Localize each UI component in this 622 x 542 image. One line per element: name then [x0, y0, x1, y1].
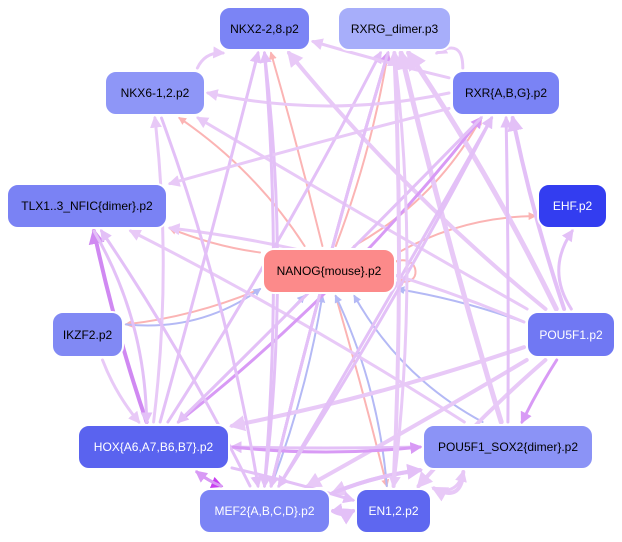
edge-rxr-to-mef2 [277, 116, 494, 489]
edge-en12-to-rxrg [386, 49, 403, 488]
edge-pousox-to-tlx [128, 229, 466, 424]
node-rxr[interactable]: RXR{A,B,G}.p2 [451, 70, 561, 116]
edge-pou5f1-to-pousox [520, 358, 559, 425]
edge-pousox-to-nanog [353, 294, 484, 423]
edge-pou5f1-to-rxr [507, 114, 567, 311]
edge-rxr-to-nkx6 [205, 89, 451, 108]
edge-mef2-to-pousox [331, 463, 424, 495]
node-ehf[interactable]: EHF.p2 [537, 183, 608, 229]
edge-hox-to-nkx6 [150, 115, 165, 424]
edge-tlx-to-hox [92, 229, 153, 425]
node-hox[interactable]: HOX{A6,A7,B6,B7}.p2 [77, 424, 230, 470]
edge-en12-to-pousox [432, 469, 467, 492]
edge-pousox-to-hox [229, 441, 422, 454]
node-mef2[interactable]: MEF2{A,B,C,D}.p2 [198, 488, 331, 534]
edge-nanog-to-nkx6 [178, 117, 306, 247]
edge-ikzf2-to-hox [101, 358, 141, 424]
edge-nanog-to-nanog [393, 259, 417, 287]
edge-en12-to-mef2 [330, 503, 355, 516]
edge-pousox-to-rxr [500, 115, 513, 424]
node-pou5f1[interactable]: POU5F1.p2 [526, 311, 616, 358]
edge-pousox-to-rxrg [395, 49, 504, 425]
node-nkx6[interactable]: NKX6-1,2.p2 [104, 70, 206, 116]
node-ikzf2[interactable]: IKZF2.p2 [51, 311, 124, 358]
edge-nkx6-to-mef2 [160, 116, 263, 489]
node-tlx[interactable]: TLX1..3_NFIC{dimer}.p2 [6, 183, 168, 229]
edge-pou5f1-to-rxrg [406, 49, 559, 312]
edge-pou5f1-to-nkx6 [196, 116, 529, 311]
node-nkx2[interactable]: NKX2-2,8.p2 [218, 6, 311, 51]
edge-rxr-to-nkx2 [310, 38, 451, 80]
node-rxrg[interactable]: RXRG_dimer.p3 [337, 6, 452, 51]
edge-pou5f1-to-ehf [557, 229, 574, 311]
edge-mef2-to-nanog [270, 294, 326, 487]
edge-mef2-to-hox [195, 470, 223, 488]
edge-mef2-to-rxr [277, 115, 494, 488]
edge-nkx6-to-nkx2 [195, 46, 226, 70]
edge-nanog-to-en12 [334, 295, 390, 488]
edge-rxr-to-rxrg [434, 42, 465, 70]
node-pousox[interactable]: POU5F1_SOX2{dimer}.p2 [422, 424, 594, 470]
edge-pou5f1-to-mef2 [305, 358, 529, 488]
edge-hox-to-en12 [230, 466, 356, 504]
edge-en12-to-nanog [334, 294, 388, 487]
node-en12[interactable]: EN1,2.p2 [355, 488, 432, 534]
edge-mef2-to-tlx [100, 229, 252, 488]
node-nanog[interactable]: NANOG{mouse}.p2 [262, 248, 396, 294]
edge-pou5f1-to-nanog [396, 286, 525, 324]
edge-nanog-to-rxrg [334, 51, 391, 247]
edge-rxrg-to-en12 [388, 51, 409, 489]
edge-rxr-to-tlx [167, 106, 451, 187]
edge-hox-to-nkx2 [158, 50, 262, 424]
edge-pou5f1-to-en12 [416, 358, 548, 489]
edge-nanog-to-rxr [352, 116, 483, 247]
